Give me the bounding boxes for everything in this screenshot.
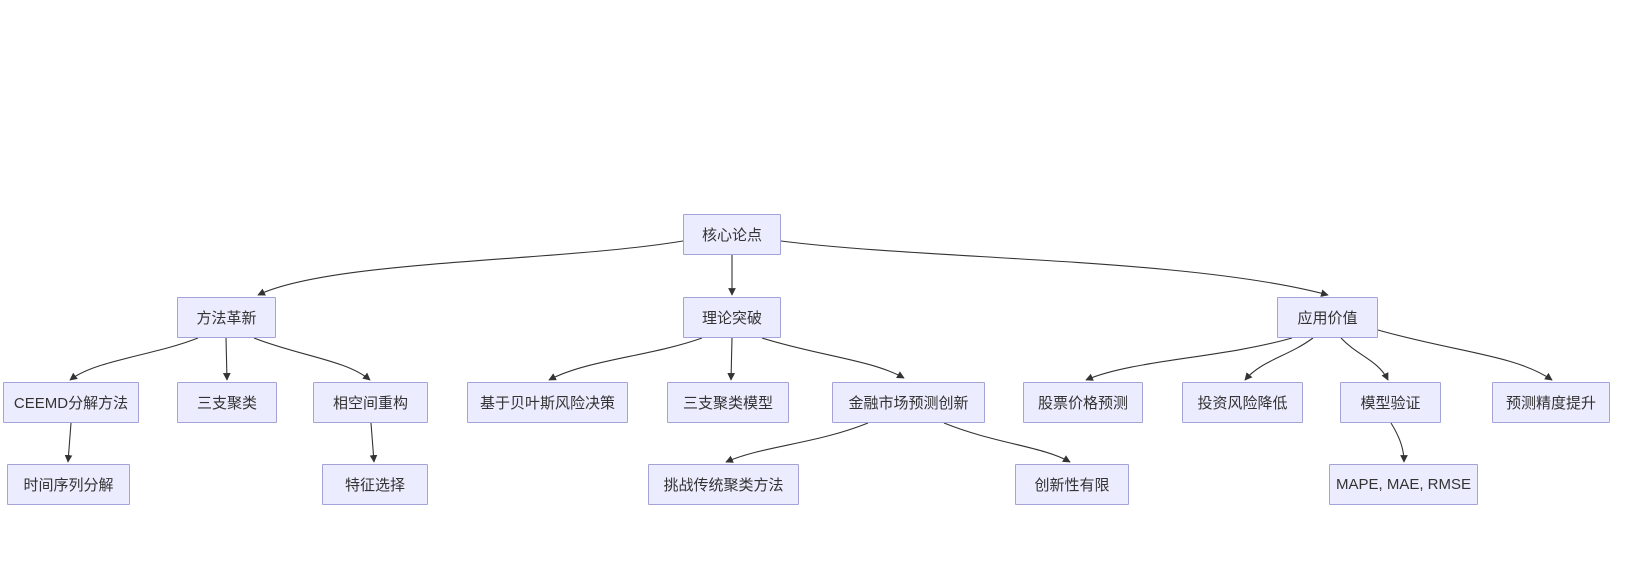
node-method-innovation: 方法革新 [177,297,276,338]
node-limited-novelty: 创新性有限 [1015,464,1129,505]
edge-application-risk [1244,337,1314,381]
edge-finance-challenge [725,422,869,463]
edge-application-stock [1085,337,1293,381]
edge-method-phase-space [253,337,371,381]
node-prediction-accuracy-improvement: 预测精度提升 [1492,382,1610,423]
node-error-metrics: MAPE, MAE, RMSE [1329,464,1478,505]
edge-finance-limited [943,422,1071,463]
node-financial-market-prediction-innovation: 金融市场预测创新 [832,382,985,423]
node-challenge-traditional-clustering: 挑战传统聚类方法 [648,464,799,505]
node-phase-space-reconstruction: 相空间重构 [313,382,428,423]
edge-root-application [780,240,1329,297]
edge-application-validation [1340,337,1389,381]
node-feature-selection: 特征选择 [322,464,428,505]
edge-application-precision [1377,329,1553,381]
node-theory-breakthrough: 理论突破 [683,297,781,338]
node-application-value: 应用价值 [1277,297,1378,338]
edge-method-ceemd [69,337,199,381]
node-time-series-decomposition: 时间序列分解 [7,464,130,505]
node-core-thesis: 核心论点 [683,214,781,255]
edge-method-three-way [222,337,231,381]
edge-theory-finance [761,337,905,379]
edge-root-method [257,240,684,296]
edge-theory-three-way-model [727,337,736,381]
edge-ceemd-time-series [64,422,73,463]
edge-validation-metrics [1390,422,1408,463]
node-three-way-clustering: 三支聚类 [177,382,277,423]
edge-phase-space-feature [369,422,378,463]
node-stock-price-prediction: 股票价格预测 [1023,382,1143,423]
node-model-validation: 模型验证 [1340,382,1441,423]
node-ceemd-decomposition: CEEMD分解方法 [3,382,139,423]
node-three-way-clustering-model: 三支聚类模型 [667,382,789,423]
edge-theory-bayes [548,337,703,381]
node-bayesian-risk-decision: 基于贝叶斯风险决策 [467,382,628,423]
node-investment-risk-reduction: 投资风险降低 [1182,382,1303,423]
